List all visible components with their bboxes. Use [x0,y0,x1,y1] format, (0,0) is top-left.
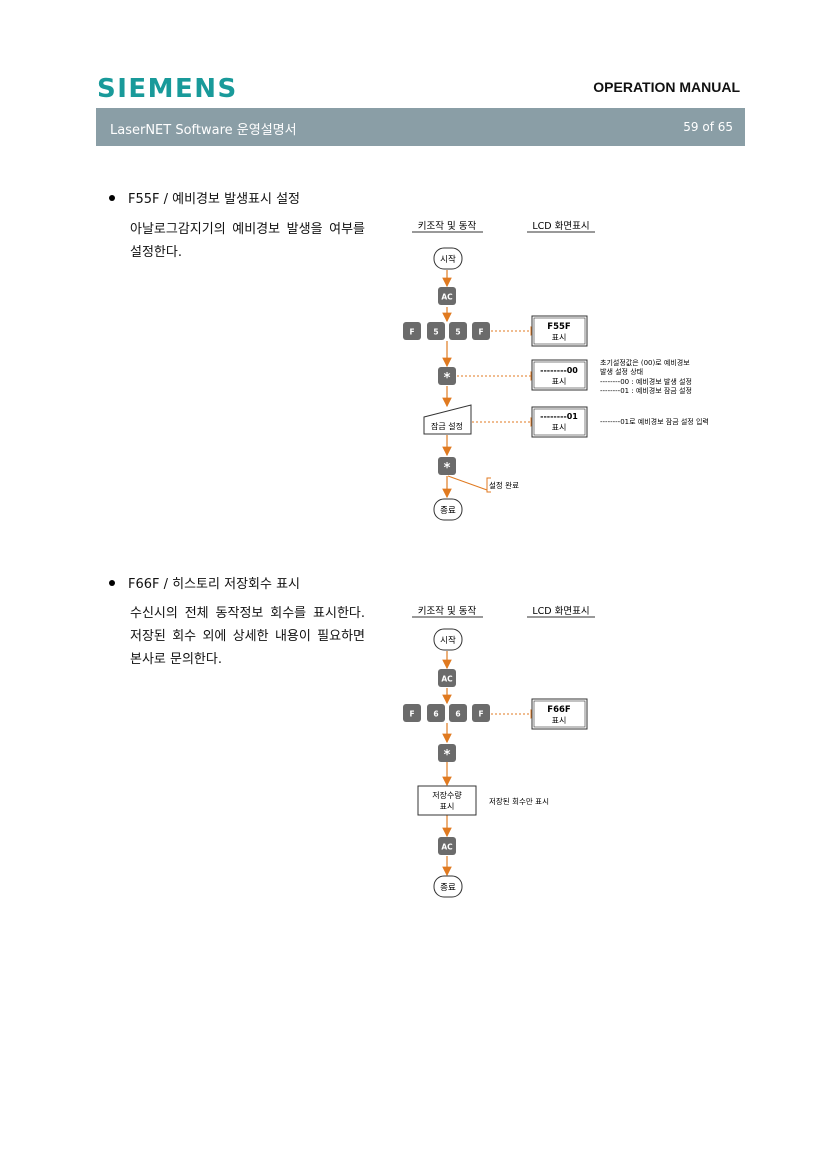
lcd-box-inner [533,700,586,728]
key-f [403,322,421,340]
annotation-bracket [486,477,491,493]
key-label: F [478,328,483,337]
lcd-show: 표시 [552,716,567,725]
end-label: 종료 [440,883,456,893]
key-6 [449,704,467,722]
page-number: 59 of 65 [683,120,733,134]
lcd-code: --------01 [540,412,578,421]
process-box [417,785,477,816]
key-label: F [478,710,483,719]
lcd-box-inner [533,317,586,345]
star-key-label: * [444,748,451,763]
ac-key-label: AC [441,293,453,302]
end-terminal [433,498,463,521]
note-line: 발생 설정 상태 [600,367,643,376]
lcd-box-inner [533,361,586,389]
star-key [438,457,456,475]
flowchart-f55f: 키조작 및 동작 LCD 화면표시 시작 AC F 5 5 F F55F 표시 … [403,220,709,521]
section-heading-text: F55F / 예비경보 발생표시 설정 [128,192,301,207]
lcd-box-01 [531,406,588,438]
section-heading-f55f: F55F / 예비경보 발생표시 설정 [109,188,300,207]
start-terminal [433,247,463,270]
lcd-show: 표시 [552,423,567,432]
note-line: --------00 : 예비경보 발생 설정 [600,377,692,386]
ac-key [438,669,456,687]
section-body-f55f: 아날로그감지기의 예비경보 발생을 여부를 설정한다. [130,222,365,260]
annotation-line [447,475,488,491]
key-5 [427,322,445,340]
start-label: 시작 [440,254,456,265]
ac-key-label: AC [441,843,453,852]
lcd-show: 표시 [552,333,567,342]
key-label: 6 [433,710,438,719]
lcd-box-inner [533,408,586,436]
note-line: --------01 : 예비경보 잠금 설정 [600,386,692,395]
end-label: 종료 [440,506,456,516]
bullet-icon [109,194,115,201]
process-line: 저장수량 [432,790,462,800]
column-header-keys: 키조작 및 동작 [418,220,477,232]
ac-key [438,287,456,305]
section-heading-text: F66F / 히스토리 저장회수 표시 [128,577,301,592]
end-terminal [433,875,463,898]
lcd-show: 표시 [552,377,567,386]
note-line: 초기설정값은 (00)로 예비경보 [600,358,690,367]
column-header-keys: 키조작 및 동작 [418,605,477,617]
siemens-logo: SIEMENS [97,74,238,104]
process-line: 표시 [440,802,455,811]
lcd-code: F55F [547,322,571,332]
note-line: --------01로 예비경보 잠금 설정 입력 [600,417,709,426]
lcd-box-00 [531,359,588,391]
column-header-lcd: LCD 화면표시 [532,606,589,617]
section-body-f66f: 수신시의 전체 동작정보 회수를 표시한다. 저장된 회수 외에 상세한 내용이… [130,606,365,667]
lcd-box-f55f [531,315,588,347]
bullet-icon [109,579,115,586]
ac-key [438,837,456,855]
key-label: 5 [433,328,438,337]
star-key-label: * [444,461,451,476]
key-6 [427,704,445,722]
manual-title: OPERATION MANUAL [593,79,740,95]
manual-input-label: 잠금 설정 [431,421,463,431]
start-terminal [433,628,463,651]
star-key-label: * [444,371,451,386]
ac-key-label: AC [441,675,453,684]
key-label: 6 [455,710,460,719]
note-line: 저장된 회수만 표시 [489,796,549,806]
key-label: 5 [455,328,460,337]
lcd-code: F66F [547,705,571,715]
key-f [472,322,490,340]
key-f [472,704,490,722]
key-label: F [409,710,414,719]
key-f [403,704,421,722]
start-label: 시작 [440,635,456,646]
lcd-code: --------00 [540,366,578,375]
star-key [438,744,456,762]
document-title: LaserNET Software 운영설명서 [110,123,297,138]
complete-label: 설정 완료 [489,480,519,490]
flowchart-f66f: 키조작 및 동작 LCD 화면표시 시작 AC F 6 6 F F66F 표시 … [403,605,595,898]
key-5 [449,322,467,340]
key-label: F [409,328,414,337]
section-heading-f66f: F66F / 히스토리 저장회수 표시 [109,573,300,592]
manual-input-shape [423,404,472,435]
header-bar: LaserNET Software 운영설명서 59 of 65 [96,108,745,146]
column-header-lcd: LCD 화면표시 [532,221,589,232]
star-key [438,367,456,385]
lcd-box-f66f [531,698,588,730]
